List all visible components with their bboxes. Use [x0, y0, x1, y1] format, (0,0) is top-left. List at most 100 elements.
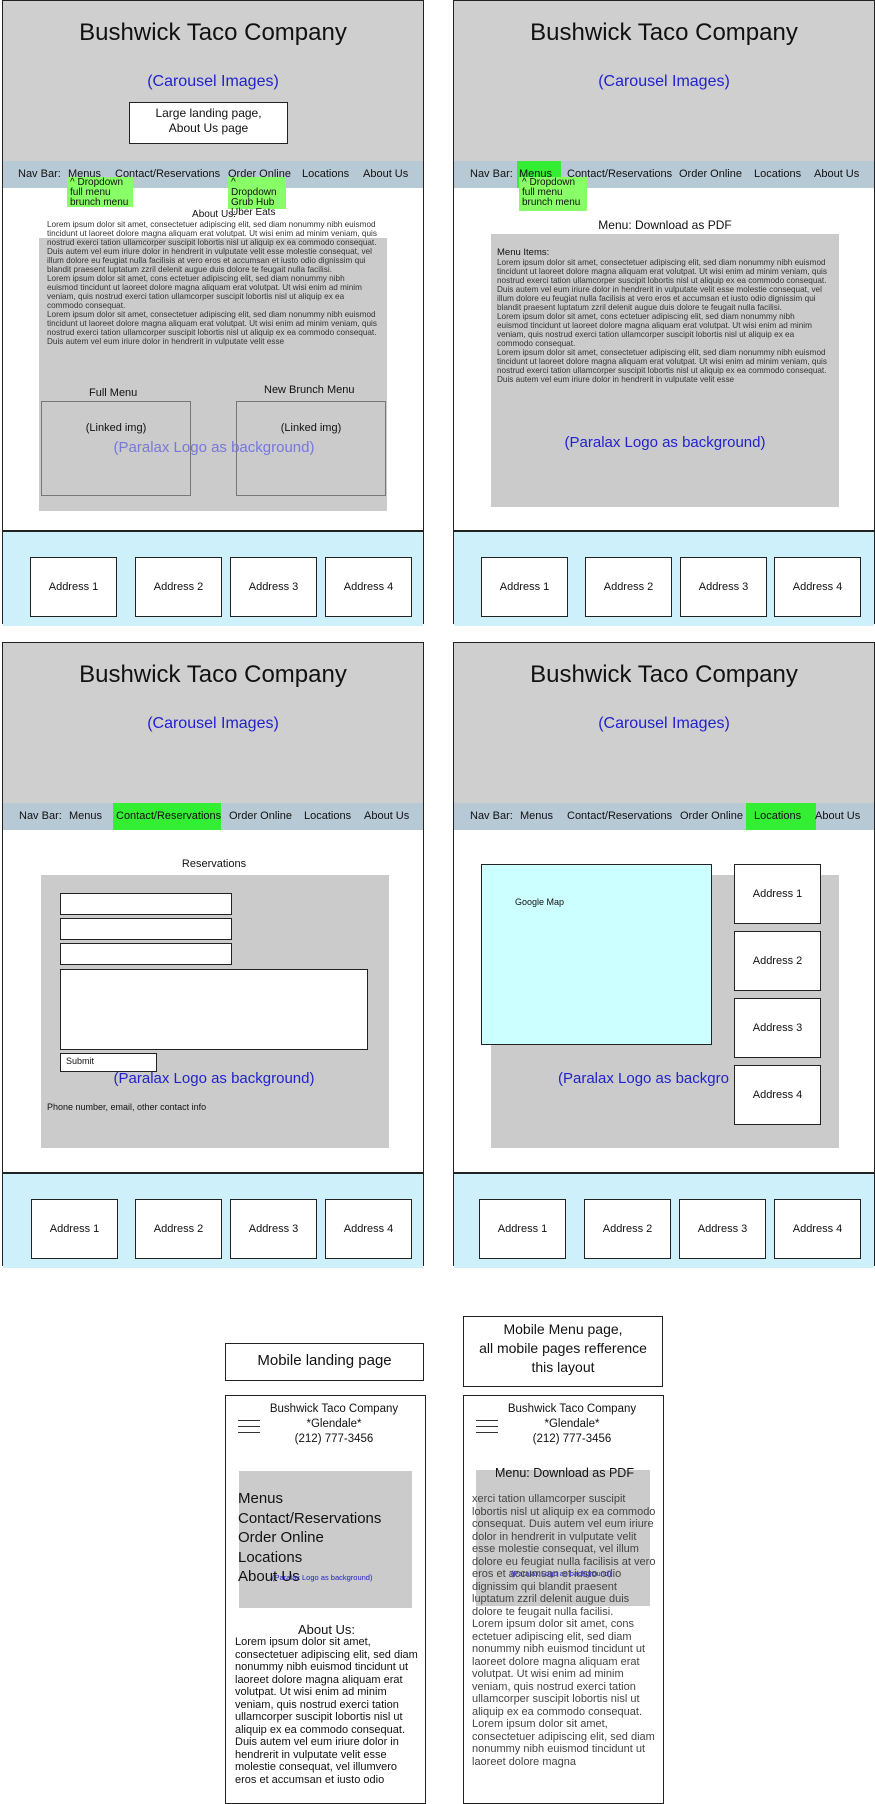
- header: Bushwick Taco Company (Carousel Images): [3, 643, 423, 803]
- brunch-menu-image[interactable]: (Linked img): [236, 401, 386, 496]
- hamburger-icon[interactable]: [238, 1418, 260, 1434]
- menus-dropdown[interactable]: ^ Dropdown full menu brunch menu: [67, 177, 133, 208]
- mobile-landing-label: Mobile landing page: [225, 1343, 424, 1381]
- address-4[interactable]: Address 4: [325, 557, 412, 617]
- nav-locations[interactable]: Locations: [754, 168, 802, 180]
- nav-contact[interactable]: Contact/Reservations: [567, 168, 673, 180]
- address-4[interactable]: Address 4: [774, 1199, 861, 1259]
- nav-locations[interactable]: Locations: [746, 803, 816, 830]
- address-2[interactable]: Address 2: [585, 557, 672, 617]
- reservations-title: Reservations: [181, 858, 247, 870]
- parallax-label: (Paralax Logo as background): [113, 1070, 315, 1087]
- address-3[interactable]: Address 3: [679, 1199, 766, 1259]
- submit-button[interactable]: Submit: [60, 1053, 157, 1072]
- about-title: About Us:: [297, 1622, 356, 1637]
- mobile-nav-menus[interactable]: Menus: [238, 1490, 284, 1507]
- header: Bushwick Taco Company (Carousel Images) …: [3, 1, 423, 161]
- parallax-label: (Paralax Logo as background): [564, 434, 766, 451]
- nav-about[interactable]: About Us: [815, 810, 861, 822]
- nav-contact[interactable]: Contact/Reservations: [113, 803, 221, 830]
- name-field[interactable]: [60, 893, 232, 915]
- landing-note: Large landing page, About Us page: [129, 102, 288, 144]
- nav-order[interactable]: Order Online: [679, 168, 742, 180]
- nav-label: Nav Bar:: [470, 810, 513, 822]
- parallax-label: (Paralax Logo as background): [511, 1569, 612, 1578]
- parallax-label: (Paralax Logo as backgro: [558, 1070, 729, 1087]
- footer: Address 1 Address 2 Address 3 Address 4: [454, 530, 874, 626]
- nav-bar: Nav Bar: Menus Contact/Reservations Orde…: [3, 803, 423, 830]
- address-1[interactable]: Address 1: [481, 557, 568, 617]
- nav-locations[interactable]: Locations: [304, 810, 352, 822]
- address-3[interactable]: Address 3: [230, 557, 317, 617]
- menu-pdf-link[interactable]: Menu: Download as PDF: [598, 218, 732, 232]
- about-text: Lorem ipsum dolor sit amet, consectetuer…: [235, 1636, 418, 1786]
- nav-order[interactable]: Order Online: [680, 810, 743, 822]
- nav-about[interactable]: About Us: [814, 168, 860, 180]
- location-address-4[interactable]: Address 4: [734, 1065, 821, 1125]
- carousel-label: (Carousel Images): [598, 715, 730, 732]
- parallax-panel: [239, 1471, 412, 1608]
- address-2[interactable]: Address 2: [135, 1199, 222, 1259]
- site-title: Bushwick Taco Company: [530, 661, 798, 688]
- nav-contact[interactable]: Contact/Reservations: [115, 168, 221, 180]
- linked-img-label: (Linked img): [280, 422, 342, 434]
- location-address-3[interactable]: Address 3: [734, 998, 821, 1058]
- full-menu-image[interactable]: (Linked img): [41, 401, 191, 496]
- wireframe-landing: Bushwick Taco Company (Carousel Images) …: [2, 0, 424, 626]
- content-area: About Us: Lorem ipsum dolor sit amet, co…: [3, 188, 423, 530]
- site-title: Bushwick Taco Company: [530, 19, 798, 46]
- nav-order[interactable]: Order Online: [229, 810, 292, 822]
- nav-about[interactable]: About Us: [363, 168, 409, 180]
- wireframe-menus: Bushwick Taco Company (Carousel Images) …: [453, 0, 875, 626]
- hamburger-icon[interactable]: [476, 1418, 498, 1434]
- email-field[interactable]: [60, 918, 232, 940]
- address-2[interactable]: Address 2: [584, 1199, 671, 1259]
- phone-field[interactable]: [60, 943, 232, 965]
- wireframe-contact: Bushwick Taco Company (Carousel Images) …: [2, 642, 424, 1268]
- menu-text: xerci tation ullamcorper suscipit lobort…: [472, 1493, 656, 1768]
- footer: Address 1 Address 2 Address 3 Address 4: [3, 530, 423, 626]
- site-title: Bushwick Taco Company: [79, 19, 347, 46]
- address-1[interactable]: Address 1: [30, 557, 117, 617]
- mobile-nav-about[interactable]: About Us: [238, 1568, 300, 1585]
- menu-pdf-link[interactable]: Menu: Download as PDF: [495, 1466, 634, 1480]
- google-map[interactable]: Google Map: [481, 864, 712, 1045]
- carousel-label: (Carousel Images): [598, 73, 730, 90]
- carousel-label: (Carousel Images): [147, 715, 279, 732]
- location-address-2[interactable]: Address 2: [734, 931, 821, 991]
- site-title: Bushwick Taco Company: [79, 661, 347, 688]
- order-dropdown[interactable]: ^ Dropdown Grub Hub Uber Eats: [228, 177, 286, 218]
- mobile-menu-label: Mobile Menu page, all mobile pages reffe…: [463, 1316, 663, 1387]
- content-area: Reservations Submit (Paralax Logo as bac…: [3, 830, 423, 1172]
- address-4[interactable]: Address 4: [325, 1199, 412, 1259]
- menus-dropdown[interactable]: ^ Dropdown full menu brunch menu: [519, 177, 587, 211]
- nav-contact[interactable]: Contact/Reservations: [567, 810, 673, 822]
- google-map-label: Google Map: [515, 897, 565, 907]
- location-address-1[interactable]: Address 1: [734, 864, 821, 924]
- address-2[interactable]: Address 2: [135, 557, 222, 617]
- mobile-header: Bushwick Taco Company *Glendale* (212) 7…: [269, 1403, 399, 1445]
- mobile-menu-page: Bushwick Taco Company *Glendale* (212) 7…: [463, 1395, 664, 1804]
- address-1[interactable]: Address 1: [31, 1199, 118, 1259]
- content-area: Menu: Download as PDF Menu Items: Lorem …: [454, 188, 874, 530]
- address-3[interactable]: Address 3: [230, 1199, 317, 1259]
- footer: Address 1 Address 2 Address 3 Address 4: [3, 1172, 423, 1268]
- mobile-nav-locations[interactable]: Locations: [238, 1548, 303, 1566]
- brunch-menu-title: New Brunch Menu: [264, 384, 355, 396]
- nav-bar: Nav Bar: Menus Contact/Reservations Orde…: [3, 161, 423, 188]
- nav-menus[interactable]: Menus: [69, 810, 103, 822]
- wireframe-locations: Bushwick Taco Company (Carousel Images) …: [453, 642, 875, 1268]
- nav-about[interactable]: About Us: [364, 810, 410, 822]
- address-3[interactable]: Address 3: [680, 557, 767, 617]
- address-1[interactable]: Address 1: [479, 1199, 566, 1259]
- mobile-nav-contact[interactable]: Contact/Reservations: [238, 1509, 382, 1527]
- mobile-header: Bushwick Taco Company *Glendale* (212) 7…: [507, 1403, 637, 1445]
- nav-locations[interactable]: Locations: [302, 168, 350, 180]
- address-4[interactable]: Address 4: [774, 557, 861, 617]
- nav-menus[interactable]: Menus: [520, 810, 554, 822]
- mobile-nav: Menus Contact/Reservations Order Online …: [238, 1489, 381, 1587]
- mobile-nav-order[interactable]: Order Online: [238, 1529, 324, 1546]
- message-field[interactable]: [60, 969, 368, 1050]
- carousel-label: (Carousel Images): [147, 73, 279, 90]
- parallax-label: (Paralax Logo as background): [272, 1573, 373, 1582]
